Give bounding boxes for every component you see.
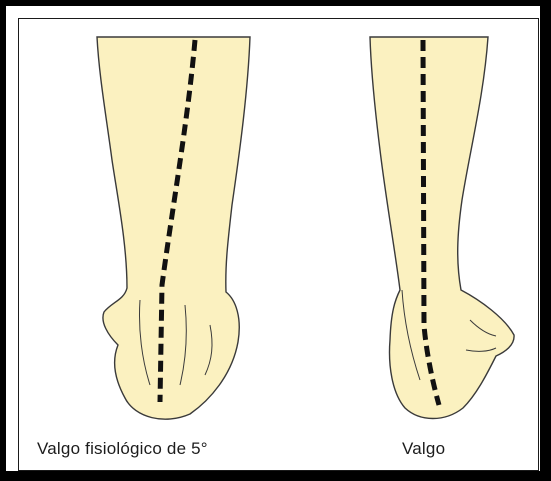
left-leg-outline xyxy=(97,37,250,419)
left-caption: Valgo fisiológico de 5° xyxy=(37,439,208,459)
right-heel-drawing xyxy=(370,37,514,419)
left-heel-drawing xyxy=(97,37,250,419)
right-caption: Valgo xyxy=(402,439,445,459)
right-leg-outline xyxy=(370,37,514,419)
